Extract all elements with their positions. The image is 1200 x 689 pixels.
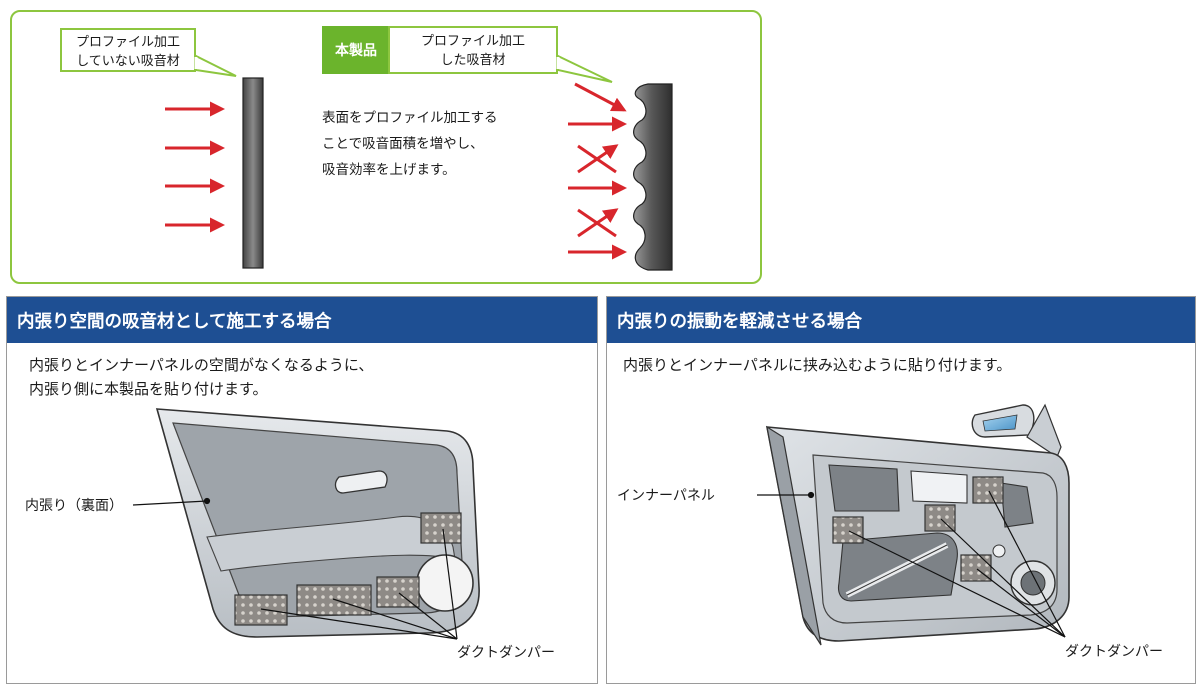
door-handle bbox=[334, 470, 388, 494]
callout-unprofiled-absorber: プロファイル加工 していない吸音材 bbox=[60, 28, 196, 72]
label-duct-damper: ダクトダンパー bbox=[1065, 644, 1163, 660]
door-trim-illustration bbox=[132, 408, 480, 640]
profiled-absorber-shape bbox=[633, 83, 673, 271]
duct-dampers bbox=[832, 476, 1004, 582]
damper bbox=[296, 584, 372, 616]
damper bbox=[832, 516, 864, 544]
inner-panel-illustration bbox=[757, 403, 1070, 646]
panel-description: 内張りとインナーパネルの空間がなくなるように、 内張り側に本製品を貼り付けます。 bbox=[29, 356, 374, 398]
flat-absorber-shape bbox=[242, 77, 264, 269]
callout-tail-left bbox=[195, 54, 237, 77]
callout-tail-right bbox=[557, 54, 613, 83]
product-badge: 本製品 bbox=[322, 26, 390, 74]
damper bbox=[234, 594, 288, 626]
damper bbox=[972, 476, 1004, 504]
panel-title: 内張りの振動を軽減させる場合 bbox=[607, 297, 1195, 343]
panel-title: 内張り空間の吸音材として施工する場合 bbox=[7, 297, 597, 343]
sound-arrows-right bbox=[568, 82, 627, 260]
label-trim-back: 内張り（裏面） bbox=[25, 498, 123, 514]
duct-dampers bbox=[234, 512, 462, 626]
label-duct-damper: ダクトダンパー bbox=[457, 645, 555, 661]
absorber-comparison-box: プロファイル加工 していない吸音材 本製品 プロファイル加工 した吸音材 表面を… bbox=[10, 10, 762, 284]
sound-arrows-left bbox=[165, 101, 225, 233]
speaker-hole bbox=[416, 554, 474, 612]
absorber-diagram bbox=[165, 54, 673, 271]
profile-description: 表面をプロファイル加工する ことで吸音面積を増やし、 吸音効率を上げます。 bbox=[322, 110, 498, 178]
damper bbox=[924, 504, 956, 532]
damper bbox=[420, 512, 462, 544]
leader-lines bbox=[132, 497, 458, 640]
panel-vibration-reduction: 内張りの振動を軽減させる場合 内張りとインナーパネルに挟み込むように貼り付けます… bbox=[606, 296, 1196, 684]
damper bbox=[960, 554, 992, 582]
leader-lines bbox=[757, 490, 1066, 638]
label-inner-panel: インナーパネル bbox=[617, 488, 715, 504]
callout-profiled-absorber: プロファイル加工 した吸音材 bbox=[388, 26, 558, 74]
damper bbox=[376, 576, 420, 608]
panel-description: 内張りとインナーパネルに挟み込むように貼り付けます。 bbox=[623, 356, 1012, 374]
panel-interior-space: 内張り空間の吸音材として施工する場合 内張りとインナーパネルの空間がなくなるよう… bbox=[6, 296, 598, 684]
